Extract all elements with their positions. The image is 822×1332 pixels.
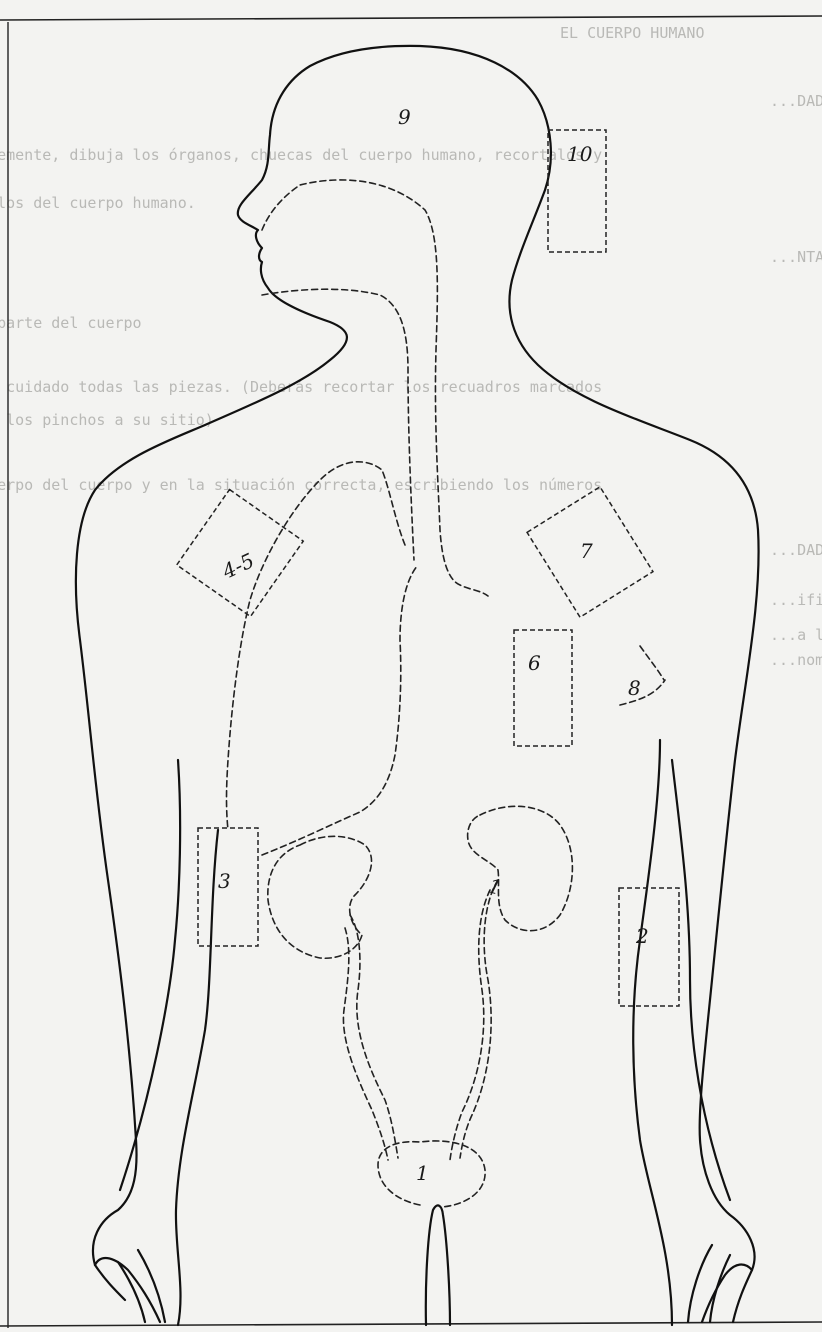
- left-kidney-outline: [268, 836, 372, 958]
- label-right-arm: 3: [218, 869, 231, 893]
- label-kidney: 1: [486, 873, 505, 899]
- label-brain: 9: [398, 105, 411, 129]
- bg-line-12: ...a la función que desempeña cada uno d…: [770, 626, 822, 644]
- bladder-outline: [378, 1141, 485, 1207]
- left-arm-inner: [176, 830, 218, 1325]
- bg-line-2: ...DAD :: [770, 92, 822, 110]
- bg-line-9: ...erpo del cuerpo y en la situación cor…: [0, 476, 602, 494]
- left-armpit: [120, 760, 180, 1190]
- bg-line-3: ...emente, dibuja los órganos, chuecas d…: [0, 146, 602, 164]
- frame-top: [0, 16, 822, 20]
- bg-line-11: ...ifica cada una de las partes.: [770, 591, 822, 609]
- body-outline: [76, 46, 759, 1325]
- label-heart: 7: [580, 539, 593, 563]
- bg-line-4: ...los del cuerpo humano.: [0, 194, 196, 212]
- bg-line-10: ...DADES:: [770, 541, 822, 559]
- left-arm-box: [619, 888, 679, 1006]
- right-arm-inner: [633, 740, 672, 1325]
- label-stomach: 6: [528, 651, 541, 675]
- bg-line-8: ... los pinchos a su sitio): [0, 411, 214, 429]
- right-ureter-a: [460, 880, 498, 1158]
- right-armpit: [672, 760, 730, 1200]
- bg-line-5: ...NTADO:: [770, 248, 822, 266]
- frame-bottom: [0, 1322, 822, 1326]
- label-left-arm: 2: [635, 924, 649, 948]
- lungs-outline: [227, 462, 419, 855]
- background-text: EL CUERPO HUMANO ...DAD : ...emente, dib…: [0, 24, 822, 669]
- label-liver: 8: [628, 676, 641, 700]
- liver-curve: [620, 646, 665, 705]
- stomach-box: [514, 630, 572, 746]
- left-ureter-a: [350, 915, 398, 1158]
- throat-outline: [262, 289, 414, 560]
- bg-line-1: EL CUERPO HUMANO: [560, 24, 705, 42]
- label-ear: 10: [567, 142, 593, 166]
- label-lungs: 4-5: [218, 548, 258, 584]
- right-kidney-outline: [468, 806, 573, 930]
- bg-line-6: ...parte del cuerpo: [0, 314, 142, 332]
- left-ureter-b: [343, 928, 388, 1160]
- bg-line-13: ...nombrados.: [770, 651, 822, 669]
- label-bladder: 1: [416, 1161, 429, 1185]
